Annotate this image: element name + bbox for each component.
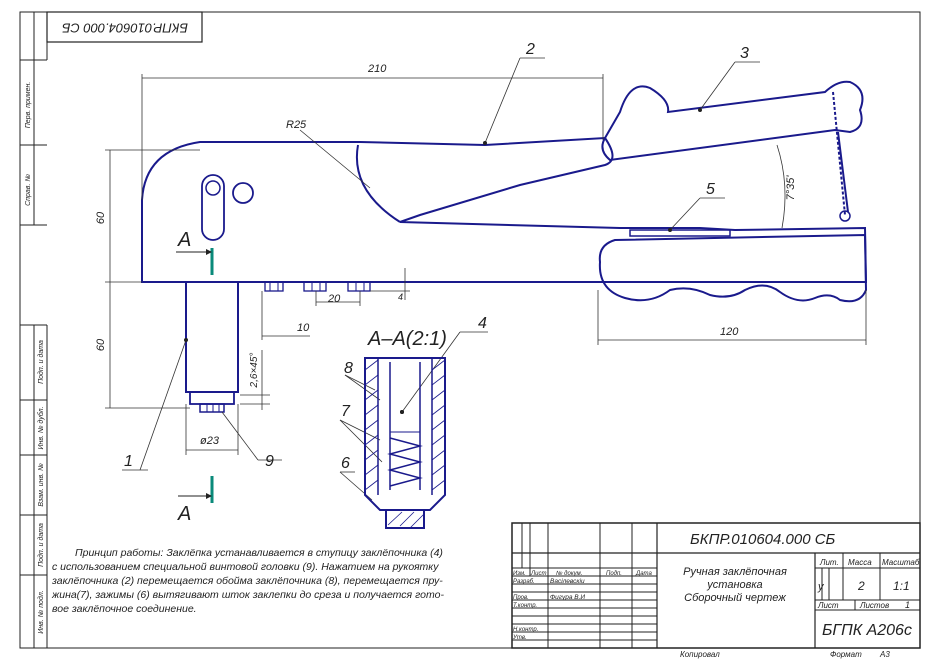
- description-line-1: Принцип работы: Заклёпка устанавливается…: [75, 547, 443, 559]
- dim-total-length: 210: [367, 63, 387, 75]
- callout-8: 8: [344, 360, 353, 377]
- riveter-main-view: [141, 80, 868, 413]
- footer-format-value: А3: [879, 650, 890, 659]
- dim-angle: 7°35': [785, 175, 797, 201]
- side-label-sign-date-1: Подп. и дата: [37, 340, 45, 384]
- row-tkontr: Т.контр.: [513, 603, 537, 609]
- callout-5: 5: [706, 181, 715, 198]
- side-label-sign-date-2: Подп. и дата: [37, 523, 45, 567]
- razrab-name: Васілевскіи: [550, 577, 585, 585]
- callout-6: 6: [341, 455, 350, 472]
- dimension-lines: 210 R25 60 60 20 4 10 2,6×45° ø23 120: [95, 63, 867, 455]
- sheets-label: Листов: [859, 601, 889, 610]
- callout-9: 9: [265, 453, 274, 470]
- footer-copied: Копировал: [680, 650, 720, 659]
- sheet-footer: Копировал Формат А3: [680, 650, 890, 659]
- dim-chamfer: 2,6×45°: [249, 353, 260, 389]
- side-stamp-labels: Перв. примен. Справ. № Подп. и дата Инв.…: [25, 82, 45, 634]
- callout-4: 4: [478, 315, 487, 332]
- side-label-orig-inv: Инв. № подл.: [37, 590, 45, 633]
- col-izm: Изм.: [513, 571, 526, 577]
- section-view: А–А(2:1): [364, 328, 447, 529]
- sheets-value: 1: [905, 600, 910, 610]
- section-marker-bottom: А: [177, 503, 191, 525]
- title-name-line3: Сборочный чертеж: [684, 592, 786, 604]
- side-label-dup-inv: Инв. № дубл.: [37, 406, 45, 449]
- description-line-5: вое заклёпочное соединение.: [52, 603, 197, 615]
- description-line-4: жина(7), зажимы (6) вытягивают шток закл…: [51, 589, 444, 601]
- sheet-label: Лист: [817, 601, 839, 610]
- col-sign: Подп.: [606, 571, 622, 577]
- header-mass: Масса: [848, 558, 872, 567]
- working-principle: Принцип работы: Заклёпка устанавливается…: [51, 547, 444, 615]
- prov-name: Фигура В.И: [550, 594, 585, 601]
- row-nkontr: Н.контр.: [513, 627, 538, 633]
- dim-small: 4: [398, 292, 403, 302]
- dim-offset: 10: [297, 322, 310, 334]
- rotated-doc-number: БКПР.010604.000 СБ: [61, 21, 187, 36]
- header-lit: Лит.: [819, 558, 839, 567]
- mass-value: 2: [857, 579, 865, 593]
- title-doc-number: БКПР.010604.000 СБ: [690, 531, 836, 548]
- sheet-frame: [19, 11, 921, 649]
- section-markers: А А: [176, 229, 214, 525]
- header-scale: Масштаб: [882, 558, 920, 567]
- callout-7: 7: [341, 403, 351, 420]
- dim-handle-length: 120: [720, 326, 739, 338]
- callout-3: 3: [740, 45, 749, 62]
- title-name-line2: установка: [706, 579, 762, 591]
- dim-height-bottom: 60: [95, 338, 107, 351]
- col-list: Лист: [530, 571, 546, 577]
- title-block: БКПР.010604.000 СБ Ручная заклёпочная ус…: [511, 522, 921, 649]
- col-date: Дата: [635, 571, 652, 577]
- description-line-3: заклёпочника (2) перемещается обойма зак…: [51, 575, 443, 587]
- scale-value: 1:1: [893, 579, 910, 593]
- section-title: А–А(2:1): [367, 328, 447, 350]
- section-marker-top: А: [177, 229, 191, 251]
- side-label-repl-inv: Взам. инв. №: [38, 463, 45, 507]
- title-name-line1: Ручная заклёпочная: [683, 566, 787, 578]
- dim-spacing: 20: [327, 293, 341, 305]
- row-razrab: Разраб.: [513, 579, 535, 585]
- rotated-doc-number-box: БКПР.010604.000 СБ: [46, 11, 203, 43]
- row-prov: Пров.: [513, 595, 529, 601]
- side-label-first-use: Перв. примен.: [25, 82, 32, 129]
- col-doc: № докум.: [556, 570, 582, 577]
- dim-height-top: 60: [95, 211, 107, 224]
- description-line-2: с использованием специальной винтовой го…: [52, 561, 439, 573]
- callout-1: 1: [124, 453, 133, 470]
- dim-radius: R25: [286, 119, 307, 131]
- organization: БГПК А206с: [822, 622, 912, 639]
- side-label-ref-no: Справ. №: [25, 174, 32, 206]
- dim-diameter: ø23: [200, 435, 220, 447]
- footer-format: Формат: [830, 650, 862, 659]
- row-utv: Утв.: [512, 635, 527, 641]
- lit-value: у: [817, 581, 825, 593]
- callout-2: 2: [525, 41, 535, 58]
